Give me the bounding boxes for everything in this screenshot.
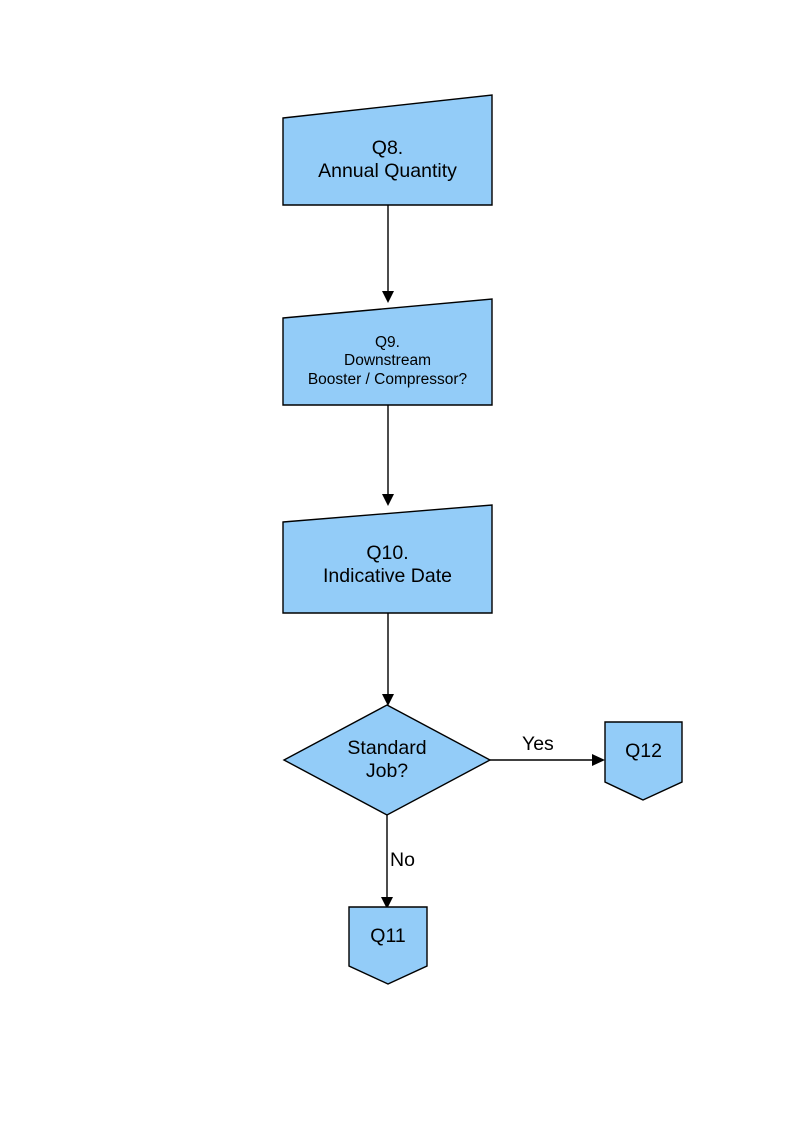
node-q9-shape[interactable] — [282, 298, 493, 406]
edge-label-yes: Yes — [522, 733, 554, 755]
node-decision-shape[interactable] — [282, 704, 492, 816]
connector-q8-q9-arrowhead — [382, 291, 394, 303]
node-q12-shape[interactable] — [604, 721, 683, 801]
connector-q9-q10-arrowhead — [382, 494, 394, 506]
node-q11-shape[interactable] — [348, 906, 428, 985]
connector-decision-q11-arrowhead — [381, 897, 393, 909]
connector-decision-q12-arrowhead — [592, 754, 605, 766]
connector-q10-decision-arrowhead — [382, 694, 394, 706]
node-q8-shape[interactable] — [282, 94, 493, 206]
node-q10-shape[interactable] — [282, 504, 493, 614]
edge-label-no: No — [390, 849, 415, 871]
